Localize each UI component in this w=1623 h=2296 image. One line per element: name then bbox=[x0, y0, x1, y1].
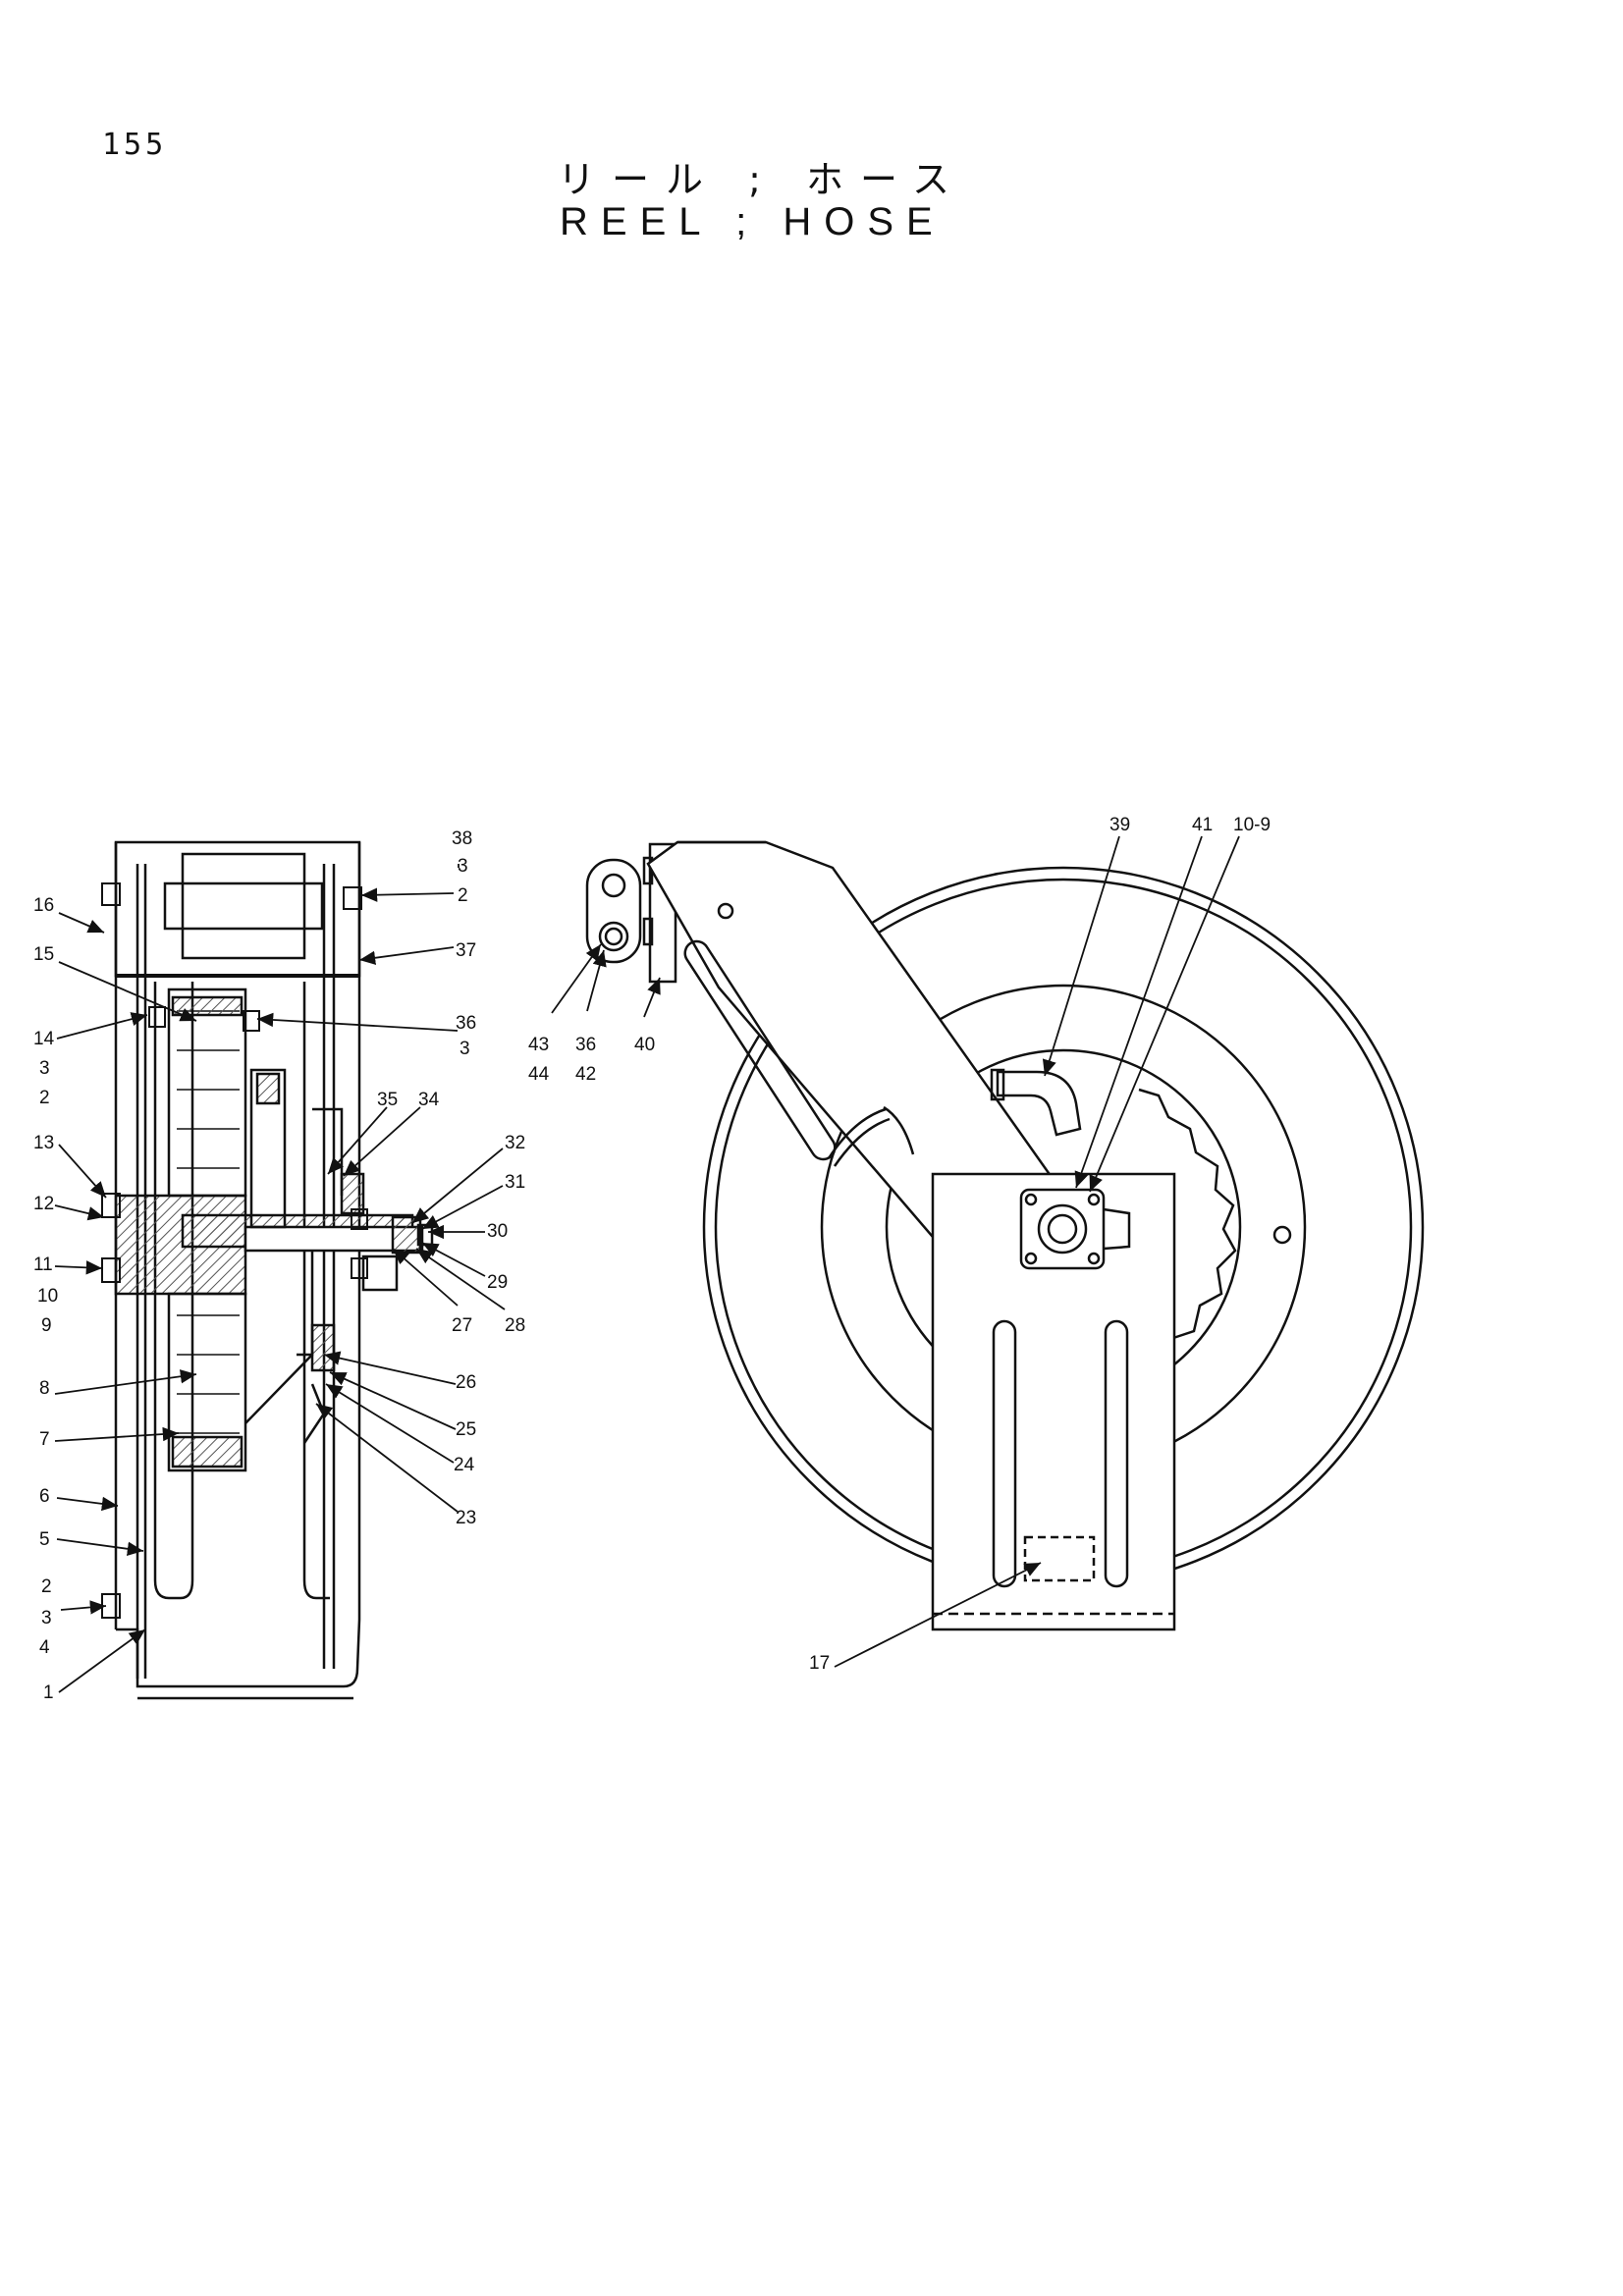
callout-26: 26 bbox=[456, 1372, 476, 1393]
callout-16: 16 bbox=[33, 895, 54, 916]
callout-38-3: 3 bbox=[458, 856, 468, 877]
callout-29: 29 bbox=[487, 1272, 508, 1293]
callout-25: 25 bbox=[456, 1419, 476, 1440]
callout-4: 4 bbox=[39, 1637, 50, 1658]
callout-13: 13 bbox=[33, 1133, 54, 1153]
callout-5: 5 bbox=[39, 1529, 50, 1550]
callout-30: 30 bbox=[487, 1221, 508, 1242]
callout-2: 2 bbox=[41, 1576, 52, 1597]
callout-11: 11 bbox=[33, 1255, 53, 1275]
callout-14: 14 bbox=[33, 1029, 55, 1049]
callout-37: 37 bbox=[456, 940, 476, 961]
callout-38: 38 bbox=[452, 828, 472, 849]
callout-17: 17 bbox=[809, 1653, 830, 1674]
callout-38-2: 2 bbox=[458, 885, 468, 906]
mount-bracket-view bbox=[585, 842, 677, 984]
callout-10-9: 10-9 bbox=[1233, 815, 1271, 835]
callout-28: 28 bbox=[505, 1315, 525, 1336]
title-japanese: リール ; ホース bbox=[558, 158, 967, 201]
callout-3: 3 bbox=[41, 1608, 52, 1629]
callout-41: 41 bbox=[1192, 815, 1213, 835]
callout-42: 42 bbox=[575, 1064, 596, 1085]
title-english: REEL ; HOSE bbox=[560, 200, 946, 243]
page-number: 155 bbox=[102, 128, 168, 162]
callout-7: 7 bbox=[39, 1429, 50, 1450]
callout-35: 35 bbox=[377, 1090, 398, 1110]
callout-44: 44 bbox=[528, 1064, 550, 1085]
callout-36: 36 bbox=[456, 1013, 476, 1034]
callout-14-2: 2 bbox=[39, 1088, 50, 1108]
callout-1: 1 bbox=[43, 1682, 54, 1703]
callout-labels: 38 3 2 16 37 15 36 3 14 3 2 35 34 13 32 … bbox=[33, 815, 1271, 1703]
callout-6: 6 bbox=[39, 1486, 50, 1507]
callout-23: 23 bbox=[456, 1508, 476, 1528]
callout-39: 39 bbox=[1109, 815, 1130, 835]
callout-40: 40 bbox=[634, 1035, 655, 1055]
callout-8: 8 bbox=[39, 1378, 50, 1399]
callout-9: 9 bbox=[41, 1315, 52, 1336]
callout-32: 32 bbox=[505, 1133, 525, 1153]
callout-36-b: 36 bbox=[575, 1035, 596, 1055]
callout-10: 10 bbox=[37, 1286, 58, 1307]
leader-lines bbox=[54, 835, 1240, 1693]
callout-12: 12 bbox=[33, 1194, 54, 1214]
front-view bbox=[646, 840, 1425, 1631]
callout-27: 27 bbox=[452, 1315, 472, 1336]
callout-24: 24 bbox=[454, 1455, 475, 1475]
callout-36-3: 3 bbox=[460, 1039, 470, 1059]
callout-34: 34 bbox=[418, 1090, 440, 1110]
callout-15: 15 bbox=[33, 944, 54, 965]
callout-31: 31 bbox=[505, 1172, 525, 1193]
section-view bbox=[101, 840, 434, 1700]
callout-14-3: 3 bbox=[39, 1058, 50, 1079]
callout-43: 43 bbox=[528, 1035, 549, 1055]
